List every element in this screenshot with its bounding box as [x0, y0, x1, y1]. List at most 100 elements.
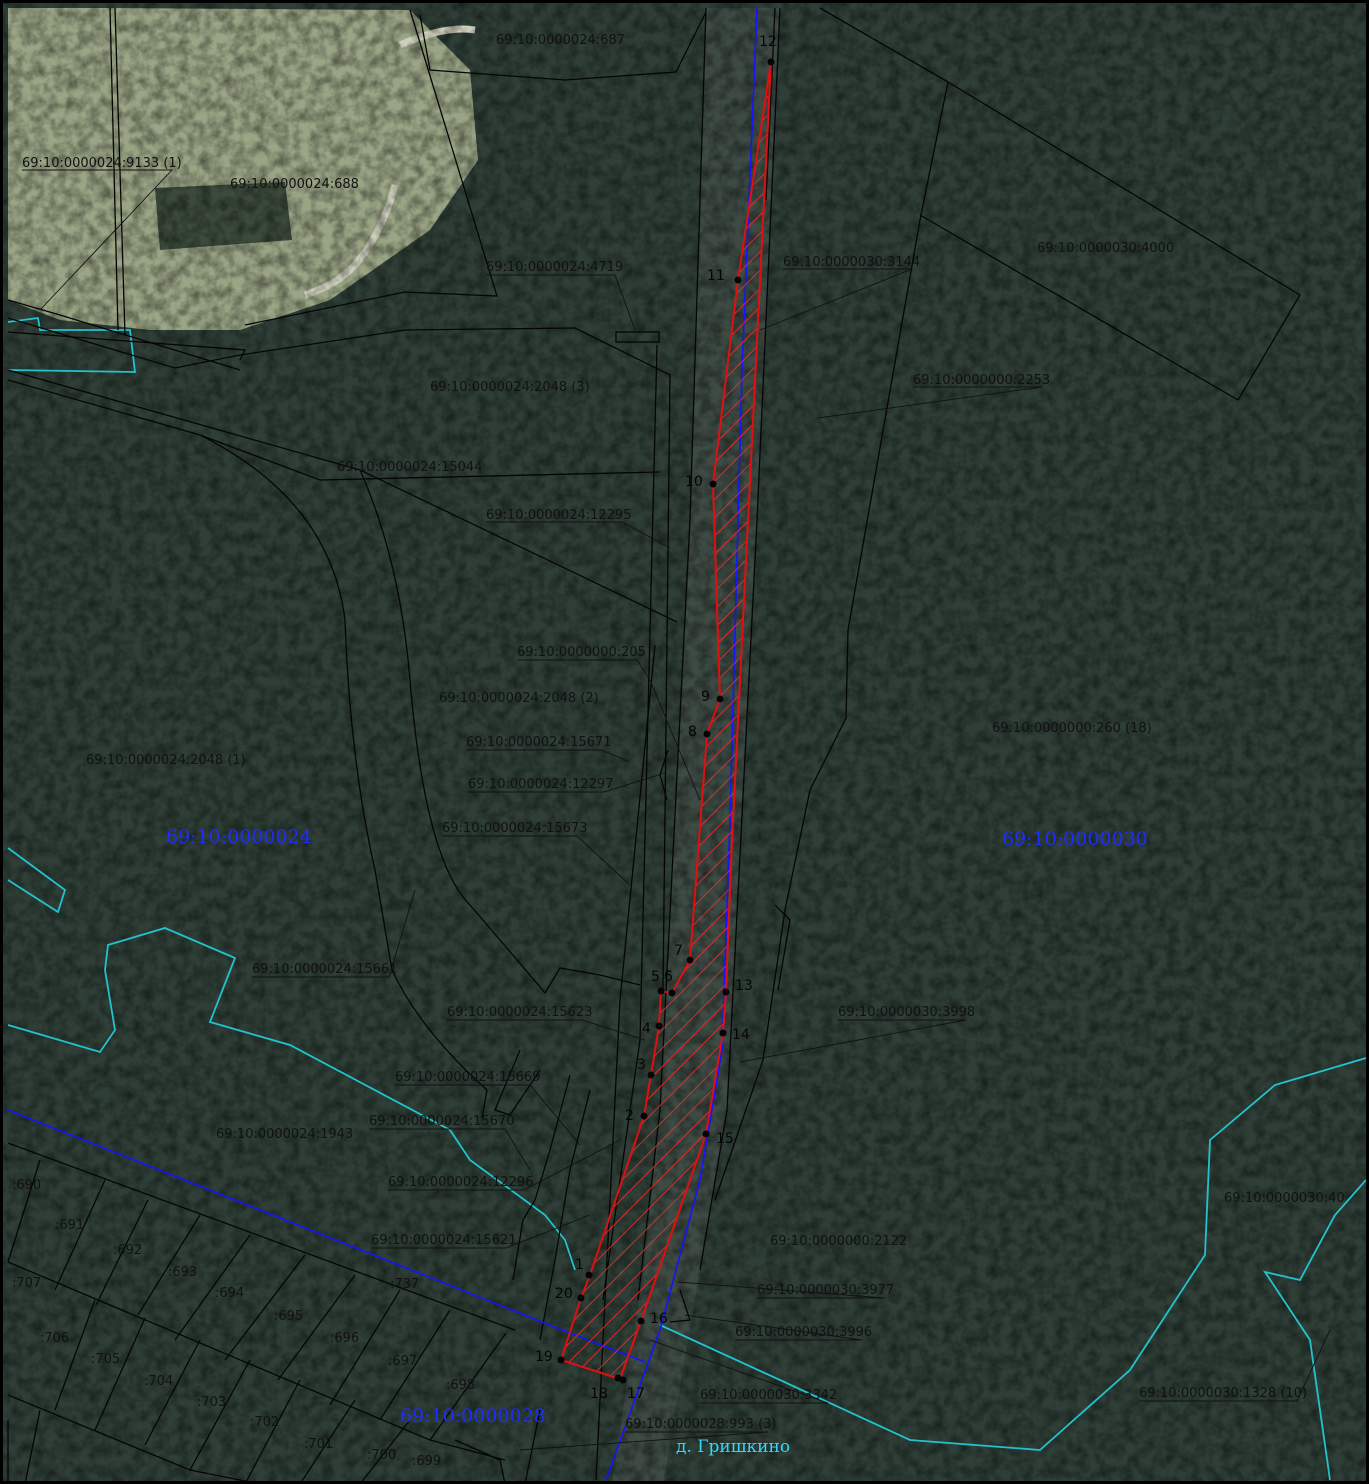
parcel-label[interactable]: 69:10:0000024:15671 — [466, 735, 611, 750]
point-marker[interactable] — [585, 1271, 593, 1279]
point-marker[interactable] — [709, 480, 717, 488]
parcel-label[interactable]: 69:10:0000030:4000 — [1037, 241, 1174, 256]
map-canvas: 1 2 3 4 5 6 7 8 9 10 11 12 13 14 15 16 1… — [3, 3, 1366, 1481]
parcel-label[interactable]: 69:10:0000024:687 — [496, 33, 625, 48]
point-label: 12 — [759, 34, 777, 50]
lot-label[interactable]: :701 — [304, 1437, 333, 1452]
point-marker[interactable] — [614, 1374, 622, 1382]
point-label: 10 — [685, 474, 703, 490]
parcel-label[interactable]: 69:10:0000030:3144 — [783, 255, 920, 270]
point-label: 18 — [590, 1386, 608, 1402]
parcel-label[interactable]: 69:10:0000024:2048 (2) — [439, 691, 599, 706]
parcel-label[interactable]: 69:10:0000030:1328 (10) — [1139, 1386, 1307, 1401]
point-label: 16 — [650, 1311, 668, 1327]
point-marker[interactable] — [577, 1294, 585, 1302]
parcel-label[interactable]: 69:10:0000024:15669 — [395, 1070, 540, 1085]
point-label: 5 — [651, 969, 660, 985]
parcel-label[interactable]: 69:10:0000000:2253 — [913, 373, 1050, 388]
point-label: 11 — [707, 268, 725, 284]
parcel-label[interactable]: 69:10:0000030:3996 — [735, 1325, 872, 1340]
lot-label[interactable]: :704 — [144, 1374, 173, 1389]
parcel-label[interactable]: 69:10:0000024:688 — [230, 177, 359, 192]
parcel-label[interactable]: 69:10:0000024:12297 — [468, 777, 613, 792]
parcel-label[interactable]: 69:10:0000024:15673 — [442, 821, 587, 836]
point-marker[interactable] — [719, 1029, 727, 1037]
lot-label[interactable]: :693 — [168, 1265, 197, 1280]
lot-label[interactable]: :697 — [388, 1354, 417, 1369]
point-label: 13 — [735, 978, 753, 994]
point-marker[interactable] — [722, 988, 730, 996]
point-label: 6 — [664, 969, 673, 985]
point-marker[interactable] — [655, 1022, 663, 1030]
point-marker[interactable] — [686, 956, 694, 964]
parcel-label[interactable]: 69:10:0000030:40 — [1224, 1191, 1345, 1206]
lot-label[interactable]: :700 — [367, 1448, 396, 1463]
lot-labels: :690 :691 :692 :693 :694 :695 :696 :697 … — [12, 1178, 475, 1469]
lot-label[interactable]: :696 — [330, 1331, 359, 1346]
parcel-label[interactable]: 69:10:0000024:12295 — [486, 508, 631, 523]
point-label: 3 — [637, 1057, 646, 1073]
point-marker[interactable] — [668, 989, 676, 997]
point-label: 19 — [535, 1349, 553, 1365]
point-label: 2 — [625, 1108, 634, 1124]
parcel-label[interactable]: 69:10:0000024:15661 — [252, 962, 397, 977]
parcel-label[interactable]: 69:10:0000024:12296 — [388, 1175, 533, 1190]
boundary-points — [557, 58, 775, 1384]
point-label: 9 — [701, 689, 710, 705]
point-marker[interactable] — [767, 58, 775, 66]
point-marker[interactable] — [716, 695, 724, 703]
block-label: 69:10:0000024 — [166, 826, 312, 848]
lot-label[interactable]: :691 — [55, 1218, 84, 1233]
lot-label[interactable]: :695 — [274, 1309, 303, 1324]
locality-label: д. Гришкино — [676, 1437, 790, 1457]
point-label: 8 — [688, 724, 697, 740]
point-marker[interactable] — [637, 1317, 645, 1325]
point-label: 7 — [674, 943, 683, 959]
parcel-label[interactable]: 69:10:0000024:15623 — [447, 1005, 592, 1020]
point-label: 15 — [716, 1131, 734, 1147]
parcel-label[interactable]: 69:10:0000024:4719 — [486, 260, 623, 275]
point-marker[interactable] — [703, 730, 711, 738]
lot-label[interactable]: :698 — [446, 1378, 475, 1393]
point-marker[interactable] — [734, 276, 742, 284]
parcel-label[interactable]: 69:10:0000030:3342 — [700, 1388, 837, 1403]
parcel-label[interactable]: 69:10:0000024:9133 (1) — [22, 156, 182, 171]
point-label: 4 — [642, 1021, 651, 1037]
parcel-boundaries — [7, 7, 1301, 1481]
lot-label[interactable]: :702 — [250, 1415, 279, 1430]
lot-label[interactable]: :737 — [390, 1277, 419, 1292]
lot-label[interactable]: :707 — [12, 1276, 41, 1291]
parcel-label[interactable]: 69:10:0000024:2048 (3) — [430, 380, 590, 395]
point-marker[interactable] — [557, 1356, 565, 1364]
parcel-label[interactable]: 69:10:0000024:1943 — [216, 1127, 353, 1142]
parcel-label[interactable]: 69:10:0000000:205 — [517, 645, 646, 660]
point-label: 17 — [627, 1386, 645, 1402]
parcel-label[interactable]: 69:10:0000028:993 (3) — [625, 1417, 776, 1432]
parcel-label[interactable]: 69:10:0000024:15044 — [337, 460, 482, 475]
lot-label[interactable]: :699 — [412, 1454, 441, 1469]
lot-label[interactable]: :706 — [40, 1331, 69, 1346]
parcel-label[interactable]: 69:10:0000024:2048 (1) — [86, 753, 246, 768]
parcel-label[interactable]: 69:10:0000024:15670 — [369, 1114, 514, 1129]
lot-label[interactable]: :694 — [215, 1286, 244, 1301]
lot-label[interactable]: :690 — [12, 1178, 41, 1193]
lot-label[interactable]: :705 — [91, 1352, 120, 1367]
block-label: 69:10:0000030 — [1002, 828, 1148, 850]
point-labels: 1 2 3 4 5 6 7 8 9 10 11 12 13 14 15 16 1… — [535, 34, 777, 1402]
lot-label[interactable]: :703 — [197, 1395, 226, 1410]
point-label: 14 — [732, 1027, 750, 1043]
point-marker[interactable] — [657, 987, 665, 995]
leader-lines — [22, 169, 1331, 1451]
point-marker[interactable] — [647, 1071, 655, 1079]
parcel-label[interactable]: 69:10:0000030:3977 — [757, 1283, 894, 1298]
parcel-label[interactable]: 69:10:0000024:15621 — [371, 1233, 516, 1248]
point-marker[interactable] — [702, 1130, 710, 1138]
lot-label[interactable]: :692 — [113, 1243, 142, 1258]
parcel-label[interactable]: 69:10:0000000:260 (18) — [992, 721, 1152, 736]
parcel-label[interactable]: 69:10:0000000:2122 — [770, 1234, 907, 1249]
point-marker[interactable] — [640, 1112, 648, 1120]
parcel-label[interactable]: 69:10:0000030:3998 — [838, 1005, 975, 1020]
point-label: 1 — [575, 1257, 584, 1273]
block-label: 69:10:0000028 — [400, 1405, 546, 1427]
